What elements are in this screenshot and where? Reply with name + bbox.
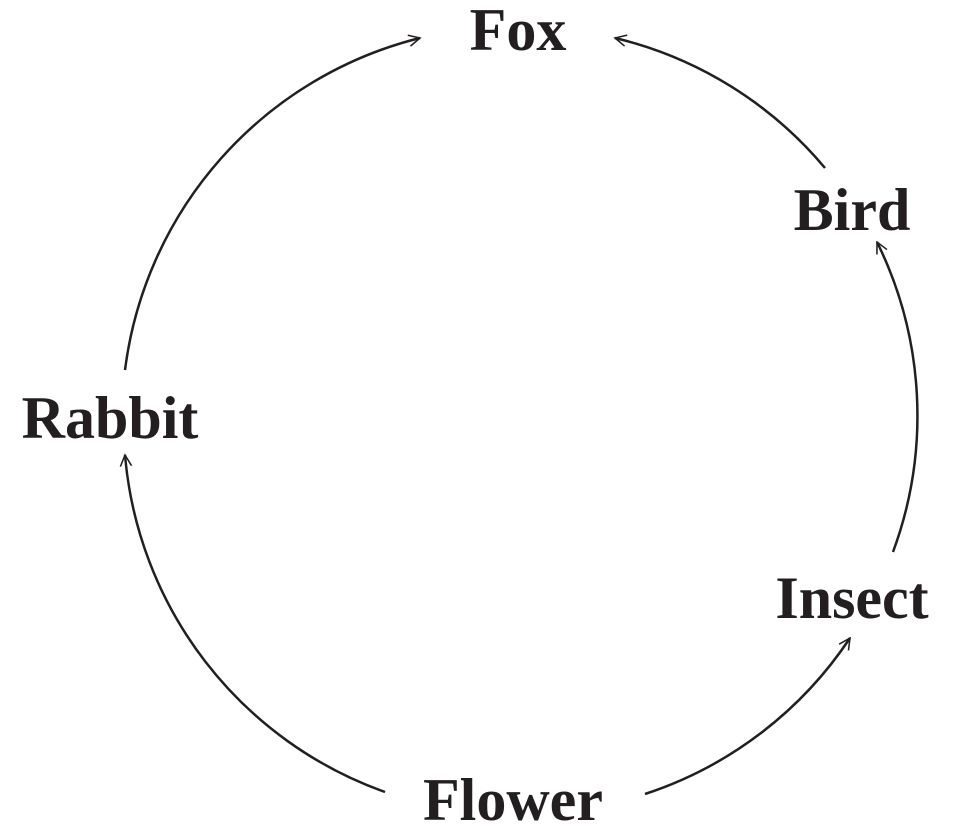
arrow-flower-to-rabbit bbox=[125, 455, 386, 794]
node-rabbit: Rabbit bbox=[22, 385, 199, 451]
node-insect: Insect bbox=[775, 565, 928, 631]
arrow-rabbit-to-fox bbox=[123, 38, 420, 371]
node-flower: Flower bbox=[423, 767, 603, 824]
arrow-insect-to-bird bbox=[875, 242, 919, 553]
node-fox: Fox bbox=[470, 0, 567, 63]
arrow-flower-to-insect bbox=[644, 638, 852, 796]
node-bird: Bird bbox=[794, 177, 911, 243]
arrow-bird-to-fox bbox=[615, 38, 826, 169]
